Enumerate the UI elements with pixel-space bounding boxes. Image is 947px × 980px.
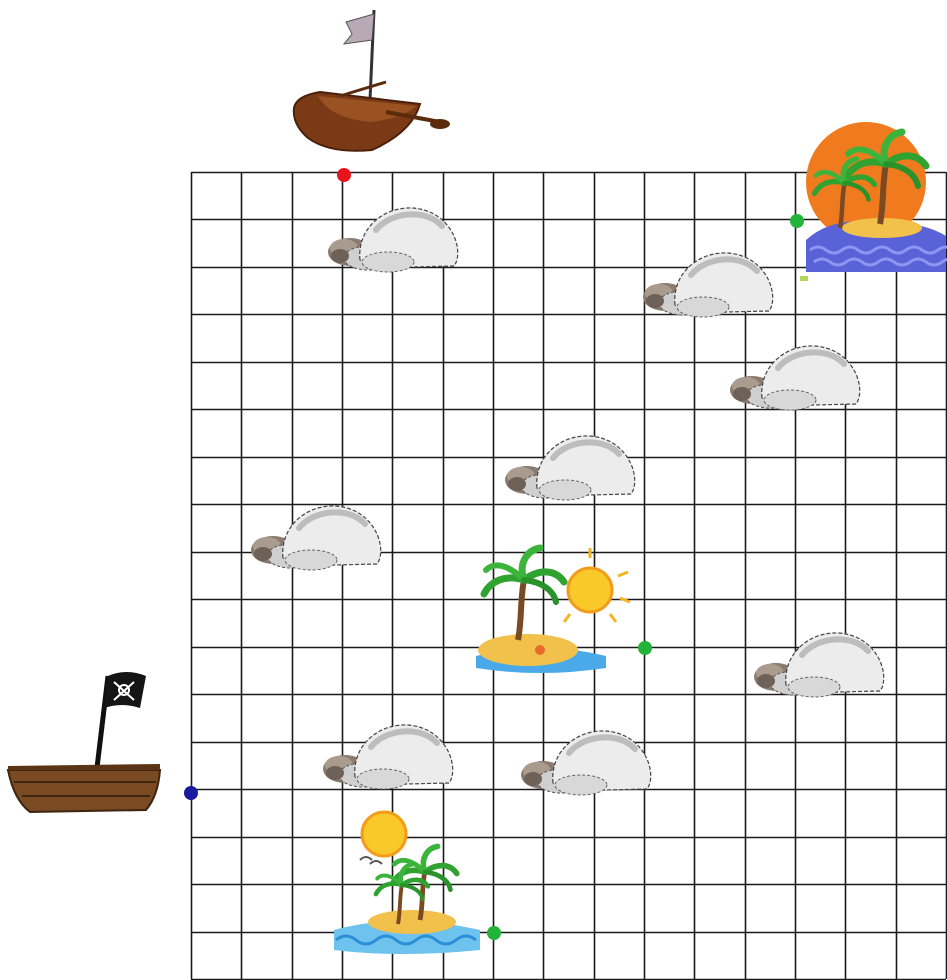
start-marker-blue[interactable] <box>184 786 198 800</box>
rock-icon <box>328 208 458 272</box>
goal-marker-green[interactable] <box>487 926 501 940</box>
goal-marker-green[interactable] <box>638 641 652 655</box>
sunny-island-icon <box>476 548 630 673</box>
rock-icon <box>730 346 860 410</box>
rock-icon <box>251 506 381 570</box>
rock-icon <box>754 633 884 697</box>
palm-island-sunset-icon <box>800 122 947 281</box>
rocks-layer <box>251 208 884 795</box>
rock-icon <box>505 436 635 500</box>
rowboat-icon <box>294 10 450 151</box>
rock-icon <box>643 253 773 317</box>
map-grid <box>191 172 947 980</box>
goal-marker-green[interactable] <box>790 214 804 228</box>
start-marker-red[interactable] <box>337 168 351 182</box>
rock-icon <box>521 731 651 795</box>
palm-island-sun-icon <box>334 812 480 954</box>
pirate-ship-icon <box>8 672 160 812</box>
